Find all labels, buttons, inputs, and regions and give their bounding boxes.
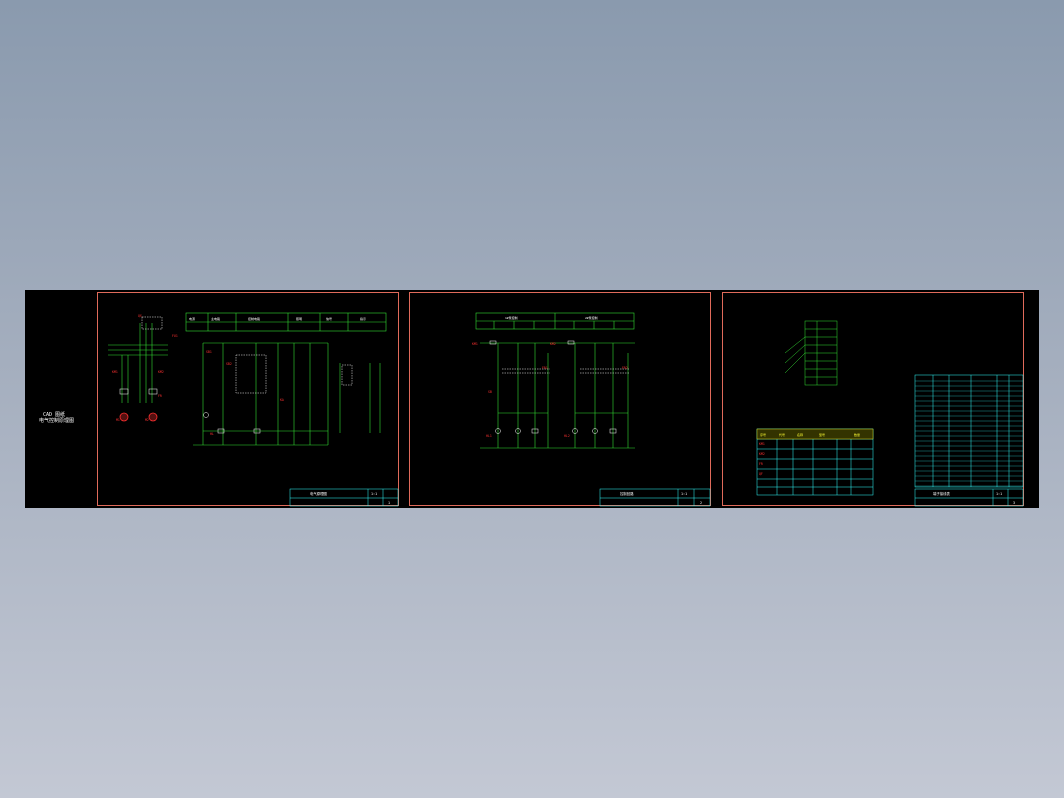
drawing-sheet-1[interactable]: QS FU1 KM1 KM2 FR M1 M2 SB1 SB2 KA HL 电源… [97,292,399,507]
table-header-5: 数量 [854,432,860,437]
table-header-2: 代号 [779,432,785,437]
title-block-scale-2: 1:1 [681,492,687,496]
label-fr2: FR2 [622,366,628,370]
label-qf: QF [759,472,763,476]
header-cell-1: 1#泵控制 [505,315,518,320]
label-km2: KM2 [550,342,556,346]
header-cell-4: 照明 [296,317,302,321]
label-m1: M1 [116,418,120,422]
table-header-1: 序号 [760,432,766,437]
header-cell-2: 主电路 [211,316,220,321]
terminal-tables: 序号 代号 名称 型号 数量 KM1 KM2 FR QF [756,320,1024,507]
drawing-sheet-3[interactable]: 序号 代号 名称 型号 数量 KM1 KM2 FR QF [722,292,1024,507]
drawing-canvas[interactable]: CAD 图纸 电气控制原理图 [25,290,1039,508]
label-km1: KM1 [759,442,765,446]
label-qs: QS [138,314,142,318]
label-sb1: SB1 [206,350,212,354]
title-block-sheet-2: 2 [700,501,702,505]
drawing-sheet-2[interactable]: KM1 KM2 FR1 FR2 SB HL1 HL2 1#泵控制 2#泵控制 控… [409,292,711,507]
label-km1: KM1 [472,342,478,346]
schematic-power-circuit: QS FU1 KM1 KM2 FR M1 M2 SB1 SB2 KA HL 电源… [108,312,399,507]
title-block-scale-1: 1:1 [371,492,377,496]
label-sb: SB [488,390,492,394]
label-fu1: FU1 [172,334,178,338]
table-header-4: 型号 [819,432,825,437]
label-ka: KA [280,398,284,402]
header-cell-1: 电源 [189,316,195,321]
label-km2: KM2 [759,452,765,456]
title-block-scale-3: 1:1 [996,492,1002,496]
label-fr: FR [158,394,162,398]
label-sb2: SB2 [226,362,232,366]
caption-line-2: 电气控制原理图 [39,418,75,424]
title-block-sheet-1: 1 [388,501,390,505]
label-m2: M2 [145,418,149,422]
caption: CAD 图纸 电气控制原理图 [39,412,74,424]
label-hl: HL [210,432,214,436]
label-fr1: FR1 [542,366,548,370]
label-hl1: HL1 [486,434,492,438]
label-km1: KM1 [112,370,118,374]
caption-line-1: CAD 图纸 [43,412,66,418]
title-block-name-1: 电气原理图 [310,491,328,496]
header-cell-2: 2#泵控制 [585,315,598,320]
title-block-name-3: 端子接线表 [933,491,951,496]
table-header-3: 名称 [797,432,803,437]
label-hl2: HL2 [564,434,570,438]
header-cell-3: 控制电路 [248,316,260,321]
label-fr: FR [759,462,763,466]
title-block-sheet-3: 3 [1013,501,1015,505]
header-cell-5: 信号 [326,316,332,321]
title-block-name-2: 控制回路 [620,491,634,496]
header-cell-6: 指示 [360,316,366,321]
schematic-control-circuit: KM1 KM2 FR1 FR2 SB HL1 HL2 1#泵控制 2#泵控制 控… [472,312,711,507]
label-km2: KM2 [158,370,164,374]
